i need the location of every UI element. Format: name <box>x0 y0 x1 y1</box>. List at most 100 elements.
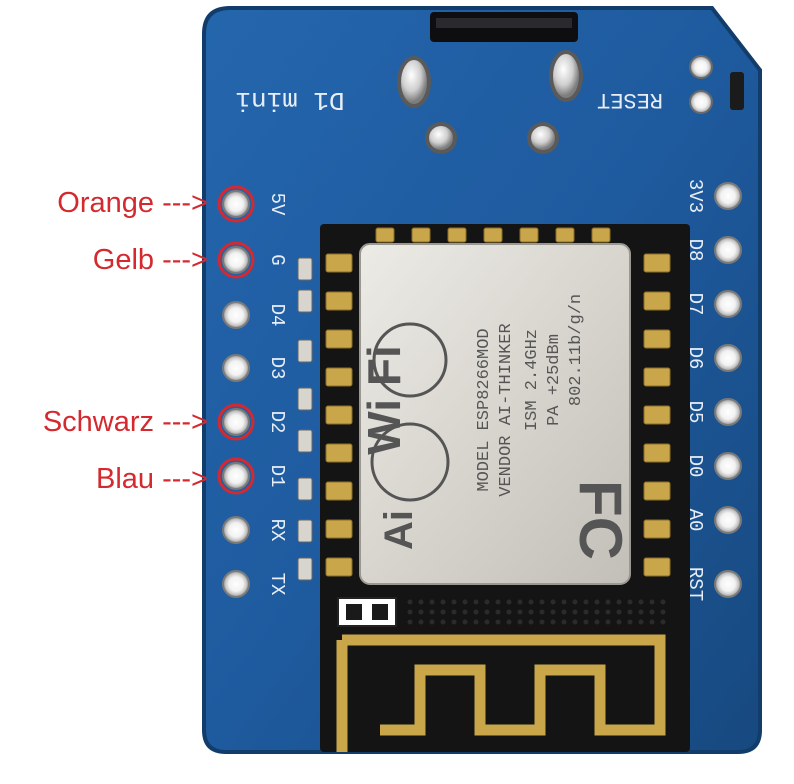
label-blau: Blau ---> <box>95 463 208 495</box>
via-dot <box>418 619 424 625</box>
via-dot <box>605 609 611 615</box>
label-orange: Orange ---> <box>57 187 208 219</box>
via-dot <box>418 599 424 605</box>
via-dot <box>517 609 523 615</box>
smd-components <box>297 257 313 581</box>
castellated-pad-right <box>643 443 671 463</box>
label-schwarz: Schwarz ---> <box>42 406 208 438</box>
model-text: MODEL ESP8266MOD <box>475 328 494 491</box>
via-dot <box>561 599 567 605</box>
via-dot <box>407 609 413 615</box>
pin-hole-d7 <box>714 290 742 318</box>
pin-hole-a0 <box>714 506 742 534</box>
via-dot <box>473 619 479 625</box>
via-dot <box>638 599 644 605</box>
highlight-d2 <box>217 403 255 441</box>
via-dot <box>429 599 435 605</box>
via-dot <box>550 609 556 615</box>
via-dot <box>407 619 413 625</box>
via-dot <box>462 619 468 625</box>
pin-label-3v3: 3V3 <box>684 179 706 213</box>
via-dot <box>462 599 468 605</box>
via-dot <box>429 619 435 625</box>
vendor-text: VENDOR AI-THINKER <box>497 323 516 496</box>
castellated-pad-top <box>375 227 395 243</box>
via-dot <box>649 599 655 605</box>
pin-hole-d3 <box>222 354 250 382</box>
via-dot <box>660 609 666 615</box>
via-dot <box>583 609 589 615</box>
castellated-pad-left <box>325 253 353 273</box>
via-dot <box>561 609 567 615</box>
castellated-pad-right <box>643 481 671 501</box>
highlight-g <box>217 241 255 279</box>
via-dot <box>594 609 600 615</box>
via-dot <box>561 619 567 625</box>
pin-label-d3: D3 <box>266 357 288 380</box>
via-dot <box>649 619 655 625</box>
via-dot <box>517 599 523 605</box>
via-dot <box>572 619 578 625</box>
castellated-pad-left <box>325 291 353 311</box>
castellated-pad-left <box>325 443 353 463</box>
pin-hole-d4 <box>222 301 250 329</box>
pin-label-5v: 5V <box>266 193 288 216</box>
castellated-pad-top <box>483 227 503 243</box>
via-dot <box>528 609 534 615</box>
pin-hole-3v3 <box>714 182 742 210</box>
via-dot <box>484 619 490 625</box>
via-dot <box>495 609 501 615</box>
via-dot <box>572 599 578 605</box>
wire-highlight-rings <box>217 185 255 495</box>
module-pads <box>325 227 671 577</box>
reset-button <box>730 72 744 110</box>
pin-hole-5v <box>222 190 250 218</box>
via-dot <box>660 599 666 605</box>
via-dot <box>649 609 655 615</box>
via-dot <box>495 619 501 625</box>
via-dot <box>627 599 633 605</box>
via-dot <box>484 599 490 605</box>
standard-text: 802.11b/g/n <box>567 294 586 406</box>
via-dot <box>429 609 435 615</box>
via-dot <box>506 619 512 625</box>
via-dot <box>473 609 479 615</box>
via-dot <box>440 599 446 605</box>
pin-label-tx: TX <box>266 573 288 596</box>
castellated-pad-right <box>643 253 671 273</box>
via-dot <box>583 619 589 625</box>
castellated-pad-top <box>519 227 539 243</box>
castellated-pad-right <box>643 519 671 539</box>
pin-hole-tx <box>222 570 250 598</box>
via-dot <box>506 599 512 605</box>
via-dot <box>528 619 534 625</box>
right-pin-header <box>714 182 742 598</box>
reset-label: RESET <box>597 87 663 112</box>
via-dot <box>605 619 611 625</box>
via-dot <box>572 609 578 615</box>
pin-hole-rx <box>222 516 250 544</box>
via-dots <box>407 599 666 625</box>
pin-label-d2: D2 <box>266 411 288 434</box>
castellated-pad-left <box>325 519 353 539</box>
pin-label-d4: D4 <box>266 304 288 327</box>
castellated-pad-left <box>325 557 353 577</box>
via-dot <box>627 609 633 615</box>
pin-hole-d5 <box>714 398 742 426</box>
usb-mount-pads <box>397 50 583 154</box>
via-dot <box>440 619 446 625</box>
via-dot <box>638 609 644 615</box>
pin-hole-d2 <box>222 408 250 436</box>
castellated-pad-top <box>447 227 467 243</box>
via-dot <box>473 599 479 605</box>
via-dot <box>638 619 644 625</box>
pin-label-rx: RX <box>266 519 288 542</box>
fcc-logo: FC <box>567 480 634 560</box>
pcb-antenna <box>336 634 666 752</box>
via-dot <box>616 619 622 625</box>
pin-hole-d8 <box>714 236 742 264</box>
pin-hole-rst <box>714 570 742 598</box>
via-dot <box>550 619 556 625</box>
board-name-text: D1 mini <box>235 85 344 115</box>
